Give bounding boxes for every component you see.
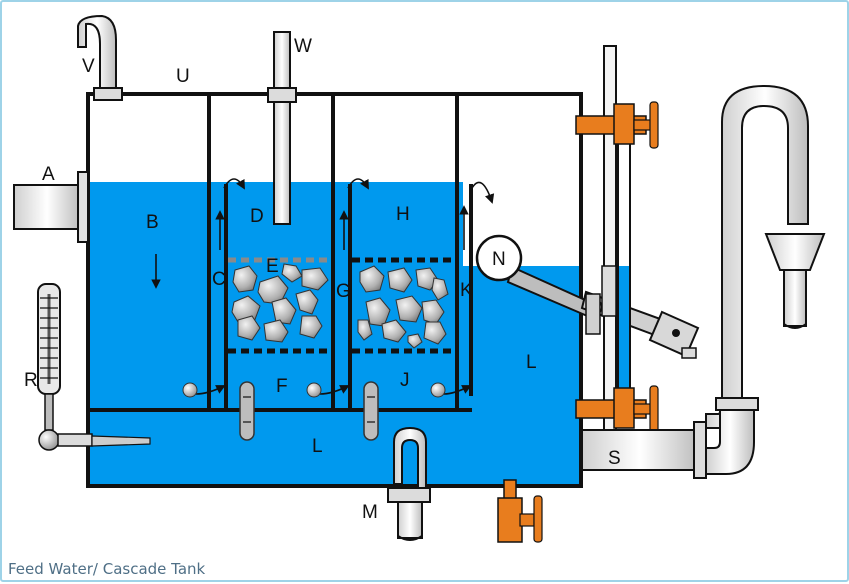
label-m: M — [362, 502, 378, 523]
float-balls — [182, 382, 446, 398]
label-h: H — [396, 204, 410, 225]
label-r: R — [24, 370, 38, 391]
filter-bed-right — [352, 257, 456, 354]
label-e: E — [266, 256, 279, 277]
diagram-caption: Feed Water/ Cascade Tank — [8, 560, 206, 578]
gauge-valve-bottom — [575, 385, 659, 433]
level-gauge — [585, 45, 631, 447]
sight-tubes — [239, 381, 379, 441]
label-a: A — [42, 164, 55, 185]
filter-bed-left — [228, 257, 332, 354]
diagram-labels: A B C D E F G H J K L L M N R S U V W — [24, 36, 621, 523]
label-f: F — [276, 376, 288, 397]
label-g: G — [336, 281, 351, 302]
label-n: N — [492, 249, 506, 270]
tank-outline — [86, 92, 583, 488]
overflow-pipe-funnel — [715, 84, 826, 411]
label-d: D — [250, 206, 264, 227]
drain-outlet — [387, 426, 431, 541]
label-v: V — [82, 56, 95, 77]
label-s: S — [608, 448, 621, 469]
bottom-drain-valve — [497, 479, 543, 543]
gauge-valve-top — [575, 101, 659, 149]
label-l-bottom: L — [312, 436, 323, 457]
thermometer — [37, 283, 151, 451]
label-c: C — [212, 269, 226, 290]
feed-inlet-pipe — [13, 171, 89, 243]
label-l-right: L — [526, 352, 537, 373]
vent-pipe — [77, 14, 123, 101]
label-b: B — [146, 212, 159, 233]
label-j: J — [400, 370, 410, 391]
label-u: U — [176, 66, 190, 87]
flow-arrows — [40, 178, 495, 395]
label-w: W — [294, 36, 312, 57]
inlet-pipe-w — [267, 31, 297, 225]
label-k: K — [460, 280, 473, 301]
